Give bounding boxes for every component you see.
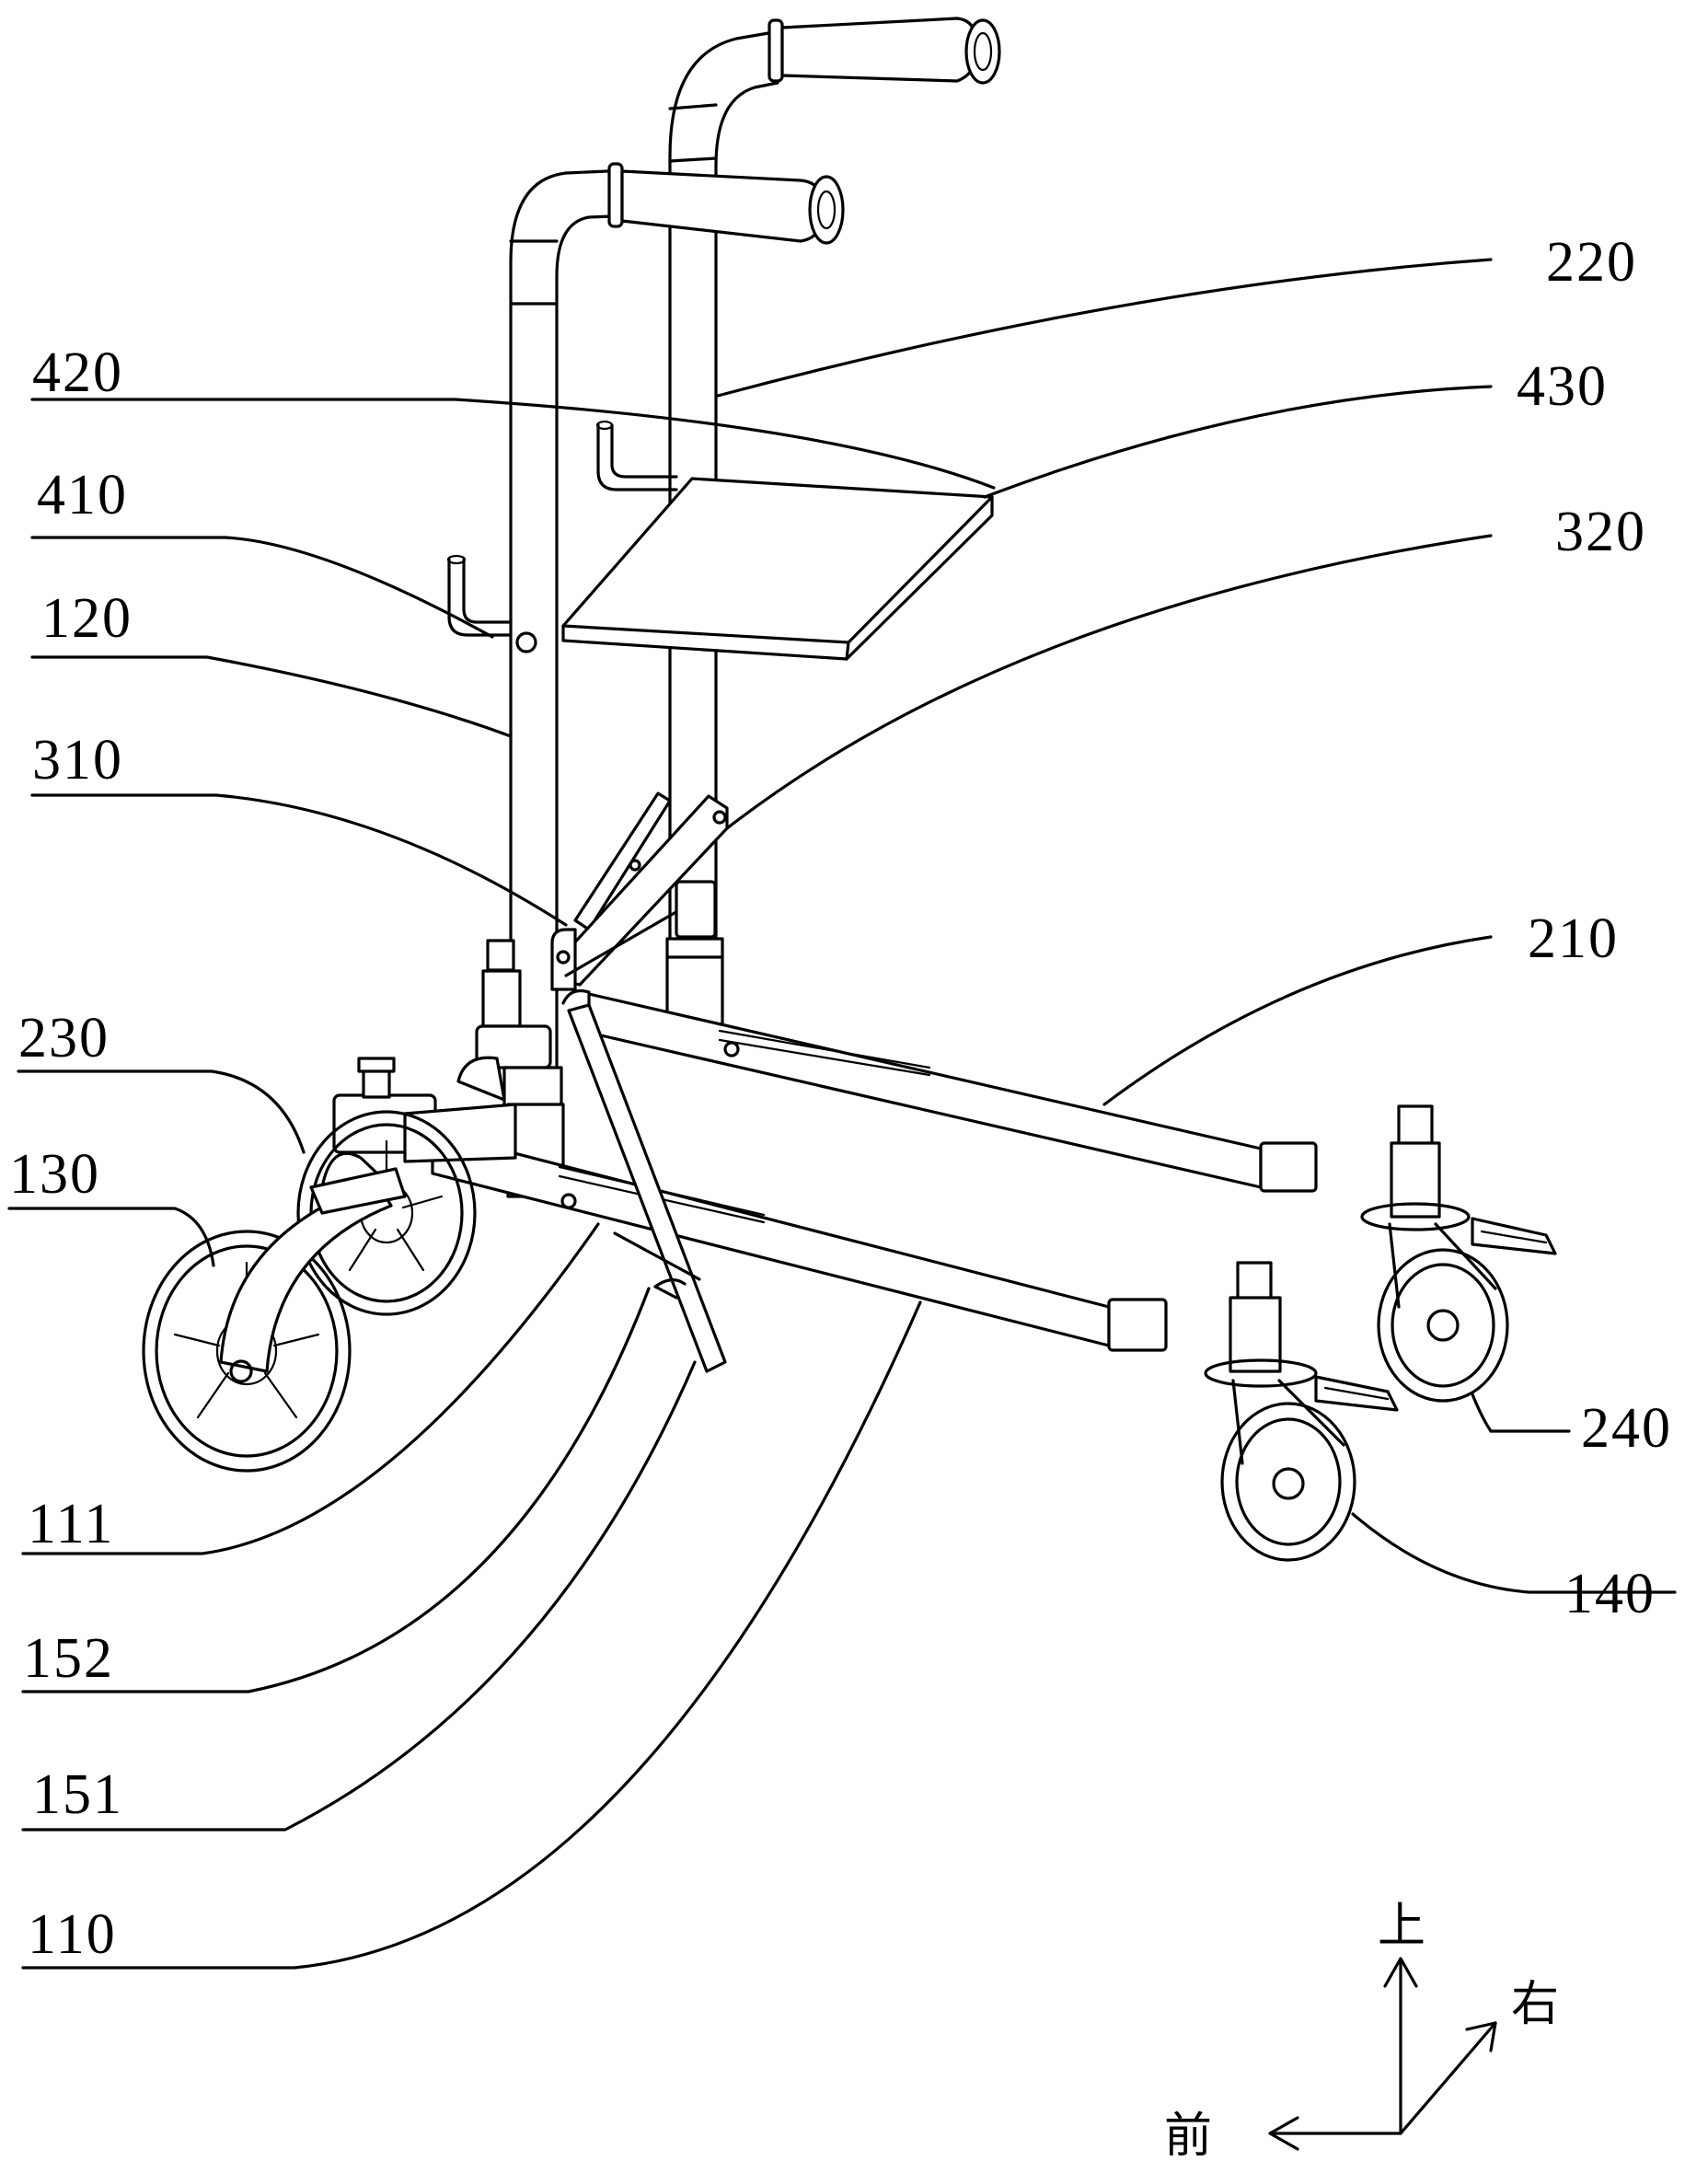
label-151: 151: [32, 1763, 123, 1826]
label-310: 310: [32, 729, 123, 792]
left-rail: [431, 1130, 1168, 1352]
reference-labels: 220 420 430 410 320 120 310 210 230 130 …: [9, 231, 1672, 1966]
front-wheel-130: [142, 1167, 407, 1473]
label-210: 210: [1528, 907, 1619, 970]
brace-152: [613, 1231, 701, 1281]
direction-right-label: 右: [1511, 1977, 1559, 2032]
label-420: 420: [32, 341, 123, 404]
right-rail: [587, 992, 1318, 1193]
scissor-link: [550, 792, 729, 991]
front-handle: [509, 162, 845, 1152]
leader-lines: [7, 258, 1677, 1970]
rear-caster-240: [1360, 1104, 1557, 1403]
pivot-hole: [515, 631, 537, 653]
label-230: 230: [18, 1007, 110, 1069]
label-120: 120: [41, 587, 133, 650]
label-130: 130: [9, 1143, 100, 1206]
walker-structure: [142, 17, 1557, 1562]
label-430: 430: [1517, 355, 1608, 418]
direction-indicator: 上 右 前: [1164, 1899, 1559, 2161]
seat-bracket-420: [596, 423, 678, 491]
label-240: 240: [1581, 1397, 1672, 1460]
label-110: 110: [28, 1903, 117, 1966]
label-111: 111: [28, 1493, 114, 1555]
brace-151: [567, 1003, 727, 1373]
label-220: 220: [1546, 231, 1637, 294]
label-140: 140: [1564, 1563, 1656, 1625]
rear-handle: [668, 17, 1001, 959]
direction-up-label: 上: [1378, 1899, 1425, 1954]
seat-panel: [561, 477, 994, 661]
label-320: 320: [1555, 501, 1646, 563]
seat-bracket-410: [447, 558, 513, 637]
direction-front-label: 前: [1164, 2109, 1212, 2161]
label-410: 410: [37, 464, 128, 526]
label-152: 152: [23, 1627, 114, 1690]
rear-caster-140: [1204, 1261, 1399, 1562]
